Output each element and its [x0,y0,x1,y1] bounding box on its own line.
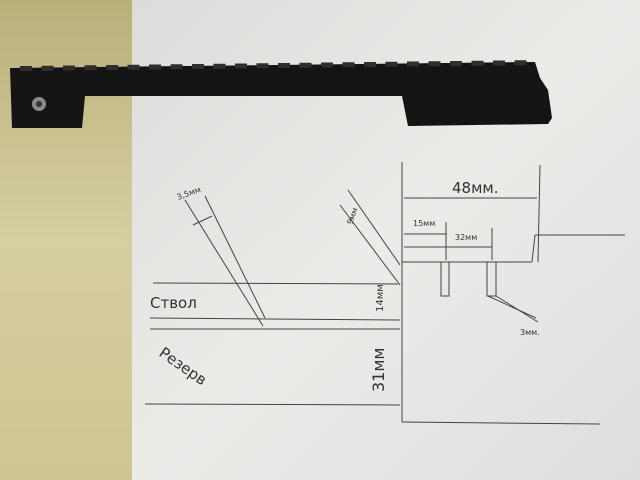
label-3: 3мм. [520,328,540,337]
sketch [144,162,625,425]
rail-tooth [106,65,118,70]
rail-tooth [493,60,505,66]
rail-tooth [192,64,204,69]
label-31: 31мм [369,348,388,393]
rail-tooth [20,66,32,71]
rail-tooth [471,60,484,66]
rail-tooth [514,60,527,66]
rail-tooth [63,65,75,71]
rail-tooth [364,62,376,67]
rail-tooth [428,61,441,67]
rail-tooth [84,65,97,71]
rail-tooth [213,63,226,69]
label-14: 14мм [375,284,386,312]
rail-tooth [299,62,312,68]
rail-tooth [235,63,247,69]
rail-tooth [407,61,419,67]
rail-tooth [127,64,140,70]
rail-tooth [450,61,462,66]
rail-tooth [41,65,54,71]
label-15: 15мм [413,219,435,228]
rail-tooth [321,62,333,68]
label-48: 48мм. [452,179,499,197]
rail-tooth [149,64,161,70]
rail-tooth [256,63,269,69]
rail-tooth [278,63,290,68]
label-barrel: Ствол [150,294,197,312]
rail-tooth [385,61,398,67]
rail [10,60,552,128]
rail-tooth [342,62,355,68]
rail-tooth [170,64,183,70]
label-32: 32мм [455,233,477,242]
